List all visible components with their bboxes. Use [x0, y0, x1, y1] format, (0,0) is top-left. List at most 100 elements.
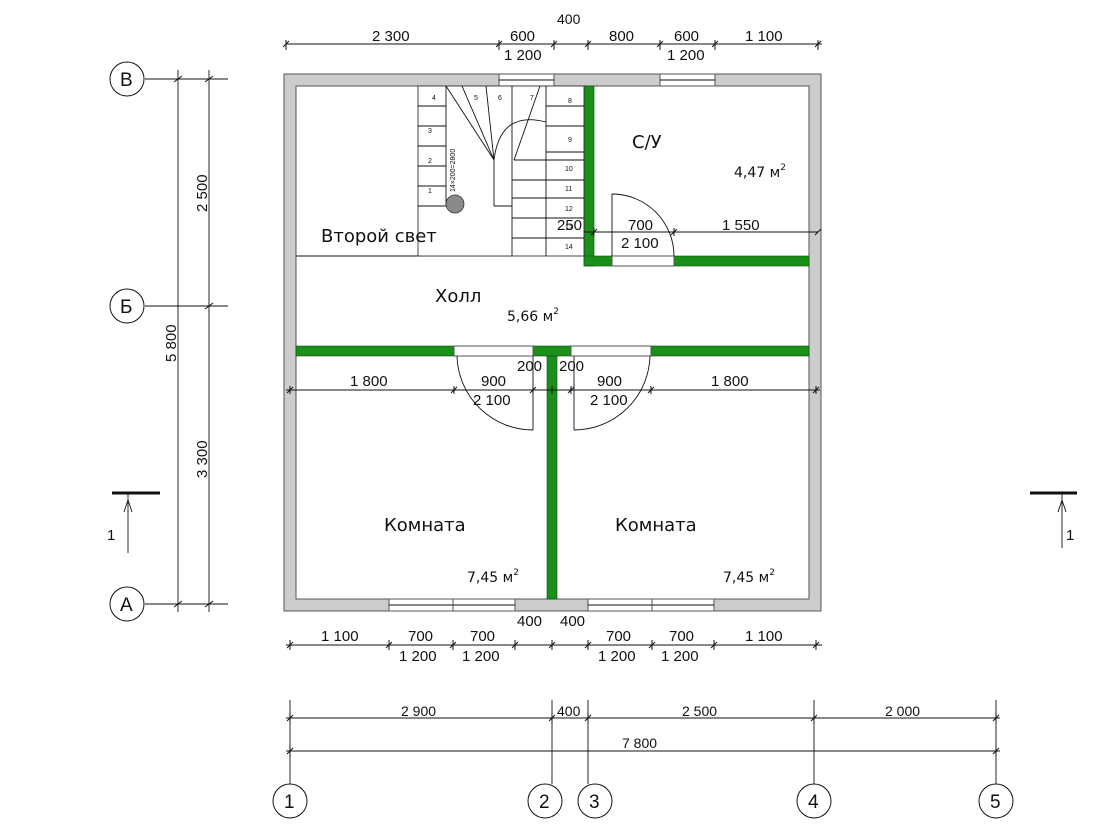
window-top-left [498, 73, 555, 87]
stair-label: 14×200=2800 [450, 149, 457, 192]
door-room-right [570, 345, 652, 431]
axis-marker-col-1: 1 [272, 783, 308, 819]
dim-bottom-5: 400 [560, 613, 585, 630]
dim-line-hall [286, 386, 820, 394]
stair-step: 4 [432, 95, 436, 102]
svg-text:А: А [120, 595, 133, 616]
partition-hall-left [295, 345, 455, 357]
dim-bottom-8: 1 100 [745, 628, 783, 645]
stair-step: 7 [530, 95, 534, 102]
stair-step: 3 [428, 128, 432, 135]
room-label-bathroom: С/У [632, 132, 662, 153]
section-mark-left: 1 [107, 491, 160, 553]
room-label-second-light: Второй свет [321, 226, 437, 247]
dim-axis-4: 2 000 [885, 703, 920, 719]
dim-bottom-6: 700 [606, 628, 631, 645]
svg-text:5: 5 [990, 792, 1001, 813]
window-top-right [659, 73, 716, 87]
dim-bottom-3: 700 [470, 628, 495, 645]
partition-rooms [546, 355, 558, 600]
dim-bottom-2: 700 [408, 628, 433, 645]
room-label-hall: Холл [435, 286, 481, 307]
dim-bottom-1: 1 100 [321, 628, 359, 645]
dim-top-5b: 1 200 [667, 47, 705, 64]
axis-marker-col-5: 5 [978, 783, 1014, 819]
stair-step: 11 [565, 186, 572, 193]
stair-step: 5 [474, 95, 478, 102]
dim-line-top [282, 40, 822, 50]
axis-marker-col-4: 4 [796, 783, 832, 819]
svg-text:1: 1 [107, 527, 115, 544]
stair-step: 6 [498, 95, 502, 102]
dim-top-6: 1 100 [745, 28, 783, 45]
door-bathroom [611, 193, 675, 267]
svg-text:В: В [120, 70, 133, 91]
area-hall: 5,66 м2 [507, 307, 559, 325]
dim-wall-right: 200 [559, 358, 584, 375]
axis-marker-row-a: А [109, 586, 145, 622]
window-bottom-4 [651, 598, 715, 612]
dim-line-left [145, 70, 228, 612]
partition-bath-left [583, 85, 595, 267]
stair-step: 1 [428, 188, 432, 195]
section-mark-right: 1 [1030, 491, 1077, 548]
room-label-right: Комната [615, 515, 697, 536]
dim-left-bottom: 3 300 [194, 440, 211, 478]
area-bathroom: 4,47 м2 [734, 163, 786, 181]
stair-step: 2 [428, 158, 432, 165]
window-bottom-3 [587, 598, 653, 612]
room-label-left: Комната [384, 515, 466, 536]
area-room-right: 7,45 м2 [723, 568, 775, 586]
dim-bottom-7: 700 [669, 628, 694, 645]
window-bottom-2 [452, 598, 516, 612]
svg-text:1: 1 [1066, 527, 1074, 544]
axis-marker-row-b: Б [109, 288, 145, 324]
svg-text:4: 4 [808, 792, 819, 813]
svg-text:Б: Б [120, 297, 132, 318]
dim-hall-left: 1 800 [350, 373, 388, 390]
stair-step: 9 [568, 137, 572, 144]
dim-hall-right: 1 800 [711, 373, 749, 390]
dim-bottom-4: 400 [517, 613, 542, 630]
svg-text:1: 1 [284, 792, 295, 813]
dim-top-1: 2 300 [372, 28, 410, 45]
stair-step: 12 [565, 206, 573, 213]
partition-hall-right [650, 345, 810, 357]
dim-bath-right: 1 550 [722, 217, 760, 234]
stair-step: 13 [565, 225, 573, 232]
partition-bath-bottom-right [673, 255, 810, 267]
partition-hall-center [532, 345, 572, 357]
stair-step: 14 [565, 244, 573, 251]
dim-bottom-2b: 1 200 [399, 648, 437, 665]
dim-top-2: 600 [510, 28, 535, 45]
dim-axis-3: 2 500 [682, 703, 717, 719]
svg-text:3: 3 [589, 792, 600, 813]
dim-door-left-h: 2 100 [473, 392, 511, 409]
staircase: 1 2 3 4 5 6 7 8 9 10 11 12 13 14 14×200=… [417, 85, 585, 257]
partition-bath-bottom-left [583, 255, 613, 267]
dim-line-bathroom [584, 228, 822, 236]
stair-post [445, 194, 465, 214]
dim-line-bottom [286, 640, 822, 650]
dim-door-left: 900 [481, 373, 506, 390]
stair-step: 10 [565, 166, 573, 173]
axis-marker-col-2: 2 [527, 783, 563, 819]
area-room-left: 7,45 м2 [467, 568, 519, 586]
dim-top-3: 400 [557, 11, 581, 27]
dim-bottom-6b: 1 200 [598, 648, 636, 665]
dim-door-right-h: 2 100 [590, 392, 628, 409]
dim-left-total: 5 800 [163, 324, 180, 362]
dim-left-top: 2 500 [194, 174, 211, 212]
dim-stair-gap: 250 [557, 217, 582, 234]
dim-axis-2: 400 [557, 703, 581, 719]
window-bottom-1 [388, 598, 454, 612]
dim-top-2b: 1 200 [504, 47, 542, 64]
stair-step: 8 [568, 98, 572, 105]
dim-bottom-3b: 1 200 [462, 648, 500, 665]
dim-axis-1: 2 900 [401, 703, 436, 719]
dim-door-right: 900 [597, 373, 622, 390]
dim-wall-left: 200 [517, 358, 542, 375]
dim-bottom-7b: 1 200 [661, 648, 699, 665]
dim-bath-door: 700 [628, 217, 653, 234]
